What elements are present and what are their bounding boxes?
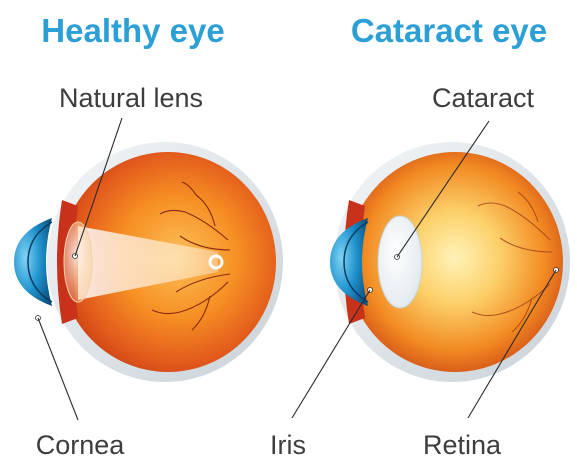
- cataract-label: Cataract: [432, 83, 535, 113]
- healthy-cornea: [14, 218, 52, 306]
- healthy-lens-marker: [73, 254, 78, 259]
- cornea-label: Cornea: [36, 430, 126, 460]
- retina-label: Retina: [423, 430, 502, 460]
- healthy-eye-illustration: [14, 142, 283, 382]
- healthy-natural-lens: [64, 222, 92, 302]
- healthy-eye-heading: Healthy eye: [41, 12, 224, 49]
- natural-lens-label: Natural lens: [59, 83, 203, 113]
- iris-label: Iris: [270, 430, 306, 460]
- iris-leader: [292, 290, 370, 418]
- cataract-eye-heading: Cataract eye: [351, 12, 547, 49]
